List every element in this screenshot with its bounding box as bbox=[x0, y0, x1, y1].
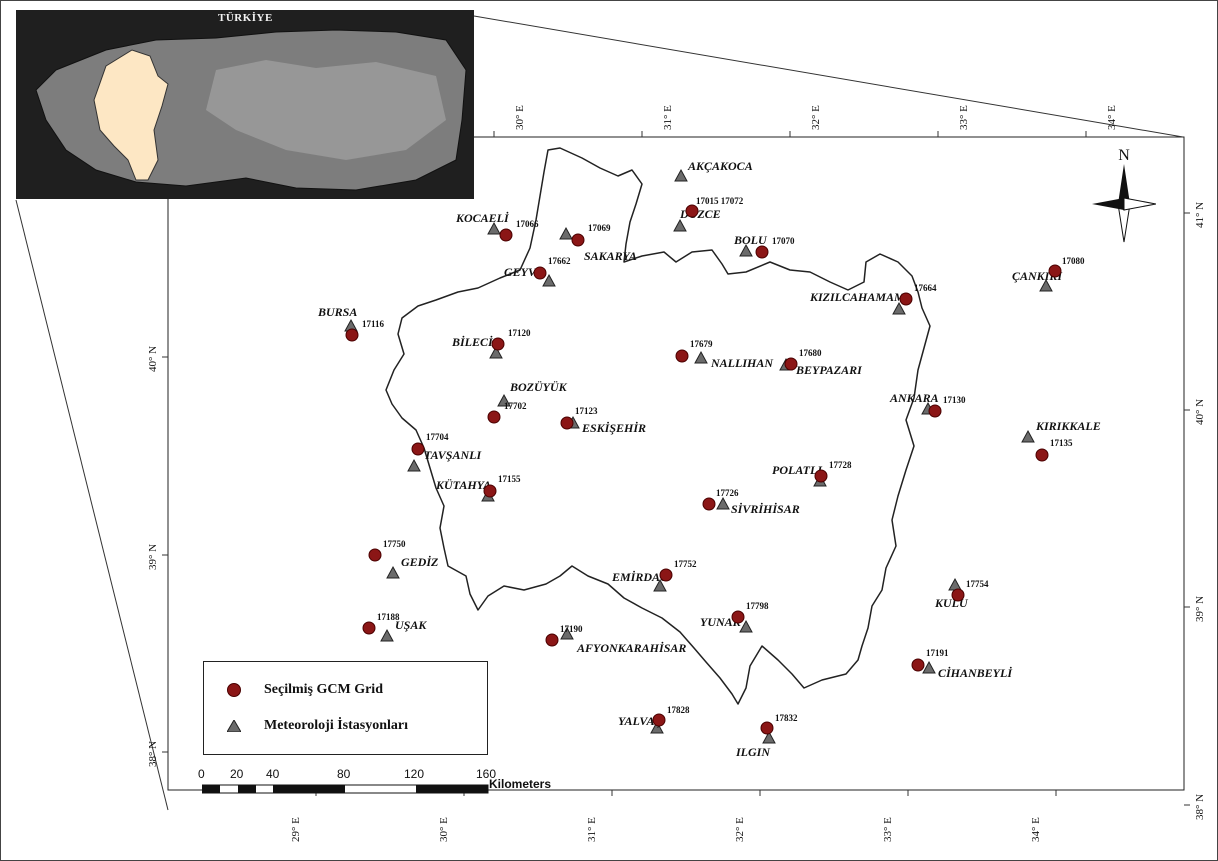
zoom-line-left bbox=[15, 199, 169, 811]
scale-bar bbox=[202, 784, 489, 794]
inset-title: TÜRKİYE bbox=[218, 12, 273, 24]
grid-label-top-3: 33° E bbox=[958, 105, 970, 130]
grid-label-bottom-4: 33° E bbox=[882, 817, 894, 842]
scale-label-1: 20 bbox=[230, 767, 244, 781]
legend: Seçilmiş GCM Grid Meteoroloji İstasyonla… bbox=[203, 661, 488, 755]
grid-label-bottom-1: 30° E bbox=[438, 817, 450, 842]
station-triangle-icon bbox=[227, 720, 241, 732]
grid-label-left-2: 38° N bbox=[147, 741, 159, 767]
legend-grid-label: Seçilmiş GCM Grid bbox=[264, 682, 383, 697]
legend-station-label: Meteoroloji İstasyonları bbox=[264, 718, 408, 733]
graticule-ticks bbox=[162, 131, 1190, 806]
grid-label-top-1: 31° E bbox=[662, 105, 674, 130]
basin-boundary bbox=[385, 147, 931, 705]
grid-label-right-0: 41° N bbox=[1194, 202, 1206, 228]
grid-label-right-2: 39° N bbox=[1194, 596, 1206, 622]
scale-label-0: 0 bbox=[198, 767, 205, 781]
grid-label-right-3: 38° N bbox=[1194, 794, 1206, 820]
svg-text:N: N bbox=[1118, 147, 1130, 164]
grid-label-right-1: 40° N bbox=[1194, 399, 1206, 425]
grid-label-bottom-3: 32° E bbox=[734, 817, 746, 842]
grid-label-top-0: 30° E bbox=[514, 105, 526, 130]
scale-label-2: 40 bbox=[266, 767, 280, 781]
grid-label-bottom-0: 29° E bbox=[290, 817, 302, 842]
inset-map bbox=[16, 10, 474, 199]
grid-label-top-4: 34° E bbox=[1106, 105, 1118, 130]
grid-label-bottom-5: 34° E bbox=[1030, 817, 1042, 842]
grid-label-left-1: 39° N bbox=[147, 544, 159, 570]
grid-label-bottom-2: 31° E bbox=[586, 817, 598, 842]
legend-station-row: Meteoroloji İstasyonları bbox=[204, 718, 408, 734]
zoom-line-top bbox=[473, 15, 1184, 138]
grid-label-left-0: 40° N bbox=[147, 346, 159, 372]
grid-point-icon bbox=[227, 683, 241, 697]
scale-unit: Kilometers bbox=[489, 777, 552, 791]
legend-grid-row: Seçilmiş GCM Grid bbox=[204, 682, 383, 698]
scale-label-3: 80 bbox=[337, 767, 351, 781]
scale-label-4: 120 bbox=[404, 767, 425, 781]
scale-label-5: 160 bbox=[476, 767, 497, 781]
north-arrow-icon: N bbox=[1092, 147, 1156, 243]
grid-label-top-2: 32° E bbox=[810, 105, 822, 130]
map-data-frame bbox=[167, 136, 1185, 791]
